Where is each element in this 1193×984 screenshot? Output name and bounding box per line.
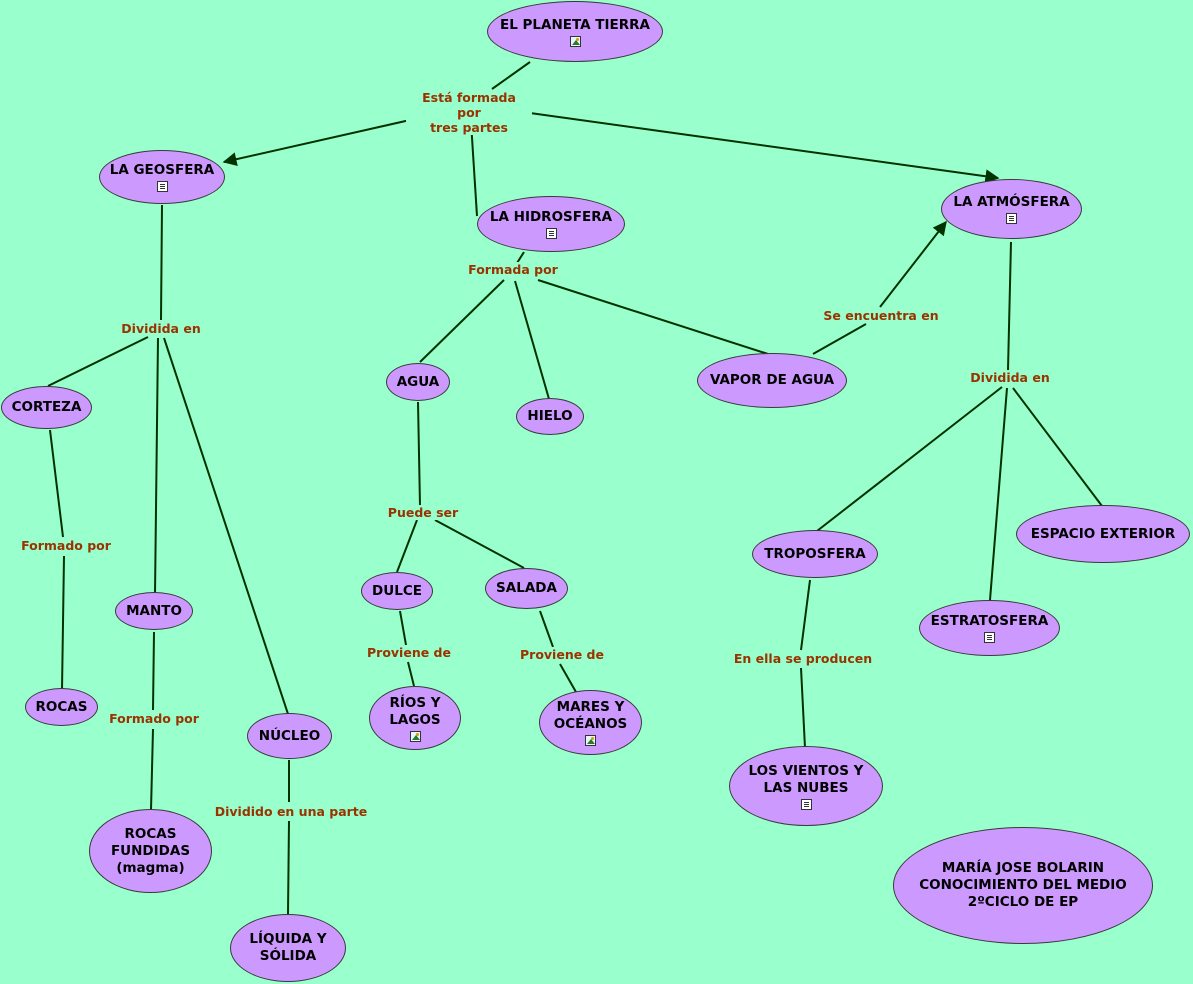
node-label: DULCE	[372, 582, 422, 599]
node-label: MANTO	[126, 602, 182, 619]
node-hielo[interactable]: HIELO	[516, 398, 584, 435]
node-agua[interactable]: AGUA	[386, 363, 450, 401]
link-dividida-geosfera: Dividida en	[116, 321, 206, 336]
link-en-ella: En ella se producen	[730, 651, 876, 666]
node-label: LA GEOSFERA	[109, 162, 215, 178]
link-proviene-salada: Proviene de	[513, 647, 611, 662]
node-mares-oceanos[interactable]: MARES Y OCÉANOS	[539, 690, 642, 755]
node-label: EL PLANETA TIERRA	[500, 16, 650, 33]
node-rocas-fundidas[interactable]: ROCAS FUNDIDAS (magma)	[89, 809, 212, 893]
node-label: LÍQUIDA Y SÓLIDA	[249, 931, 327, 964]
node-vapor-de-agua[interactable]: VAPOR DE AGUA	[697, 353, 847, 408]
node-label: VAPOR DE AGUA	[709, 372, 835, 388]
node-author-credits[interactable]: MARÍA JOSE BOLARIN CONOCIMIENTO DEL MEDI…	[893, 827, 1153, 944]
node-label: NÚCLEO	[258, 727, 321, 744]
node-label: HIELO	[527, 408, 573, 424]
node-label: ROCAS	[35, 698, 88, 715]
node-label: AGUA	[396, 373, 440, 390]
node-hidrosfera[interactable]: LA HIDROSFERA	[477, 196, 625, 252]
node-manto[interactable]: MANTO	[115, 592, 193, 630]
document-icon[interactable]	[545, 228, 557, 239]
link-dividida-atmosfera: Dividida en	[965, 370, 1055, 385]
node-corteza[interactable]: CORTEZA	[1, 386, 92, 429]
node-nucleo[interactable]: NÚCLEO	[247, 713, 332, 759]
node-estratosfera[interactable]: ESTRATOSFERA	[919, 600, 1060, 656]
node-label: ROCAS FUNDIDAS (magma)	[110, 825, 191, 876]
node-geosfera[interactable]: LA GEOSFERA	[99, 150, 225, 204]
image-icon[interactable]	[569, 35, 581, 47]
image-icon[interactable]	[585, 735, 596, 746]
document-icon[interactable]	[156, 181, 168, 192]
link-esta-formada: Está formada por tres partes	[406, 90, 532, 135]
node-label: CORTEZA	[11, 399, 82, 415]
node-label: LA ATMÓSFERA	[953, 194, 1070, 210]
image-icon[interactable]	[409, 730, 421, 742]
node-salada[interactable]: SALADA	[485, 568, 568, 609]
node-label: MARES Y OCÉANOS	[553, 699, 628, 732]
link-se-encuentra: Se encuentra en	[819, 308, 943, 323]
node-vientos-nubes[interactable]: LOS VIENTOS Y LAS NUBES	[729, 746, 883, 826]
node-rocas[interactable]: ROCAS	[25, 688, 98, 726]
link-formada-hidrosfera: Formada por	[464, 262, 562, 277]
node-espacio-exterior[interactable]: ESPACIO EXTERIOR	[1016, 505, 1190, 563]
node-dulce[interactable]: DULCE	[361, 572, 433, 610]
document-icon[interactable]	[1006, 213, 1017, 224]
node-label: ESPACIO EXTERIOR	[1030, 525, 1176, 542]
document-icon[interactable]	[984, 632, 995, 643]
link-formado-manto: Formado por	[104, 711, 204, 726]
node-label: TROPOSFERA	[764, 545, 866, 562]
node-label: RÍOS Y LAGOS	[389, 694, 441, 728]
node-planeta-tierra[interactable]: EL PLANETA TIERRA	[487, 1, 663, 62]
node-label: ESTRATOSFERA	[930, 613, 1049, 629]
link-formado-corteza: Formado por	[16, 538, 116, 553]
node-label: MARÍA JOSE BOLARIN CONOCIMIENTO DEL MEDI…	[919, 860, 1127, 910]
link-dividido-nucleo: Dividido en una parte	[210, 804, 372, 819]
link-puede-ser: Puede ser	[382, 505, 464, 520]
node-label: SALADA	[496, 580, 557, 596]
node-liquida-solida[interactable]: LÍQUIDA Y SÓLIDA	[230, 914, 346, 982]
link-proviene-dulce: Proviene de	[360, 645, 458, 660]
node-troposfera[interactable]: TROPOSFERA	[752, 530, 878, 578]
node-atmosfera[interactable]: LA ATMÓSFERA	[941, 179, 1082, 239]
document-icon[interactable]	[800, 798, 812, 810]
node-label: LA HIDROSFERA	[489, 209, 613, 225]
node-label: LOS VIENTOS Y LAS NUBES	[748, 762, 864, 796]
node-rios-lagos[interactable]: RÍOS Y LAGOS	[369, 686, 461, 750]
